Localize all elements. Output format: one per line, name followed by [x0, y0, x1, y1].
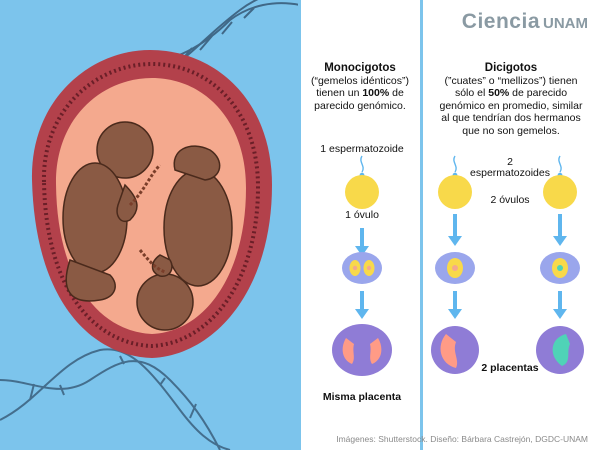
di-zygote-icon-2 [540, 252, 580, 284]
mono-placenta-label: Misma placenta [322, 391, 402, 403]
di-desc-line-2: sólo el 50% de parecido [454, 87, 568, 99]
di-zygote-icon-1 [435, 252, 475, 284]
monocigotos-description: Monocigotos (“gemelos idénticos”) tienen… [300, 62, 420, 112]
brand-name: Ciencia [461, 10, 540, 33]
di-sperm-count: 2 [507, 156, 513, 168]
di-arrow-2a [553, 214, 567, 246]
dna-strand-bottom-icon [0, 348, 231, 450]
di-desc-line-5: que no son gemelos. [462, 124, 560, 137]
di-desc-line-3: genómico en promedio, similar [439, 99, 583, 112]
di-desc-line-1: (”cuates” o “mellizos”) tienen [444, 74, 578, 87]
di-arrow-1b [448, 291, 462, 319]
mono-egg-label: 1 óvulo [345, 209, 379, 221]
brand-suffix: UNAM [543, 15, 588, 32]
mono-egg-icon [345, 175, 379, 209]
fetus-right [136, 145, 233, 331]
fetus-left [62, 121, 154, 302]
di-arrow-2b [553, 291, 567, 319]
di-arrow-1a [448, 214, 462, 246]
mono-placenta-icon [332, 324, 392, 376]
mono-sperm-label: 1 espermatozoide [320, 143, 404, 155]
di-egg-icon-2 [543, 175, 577, 209]
monocigotos-title: Monocigotos [324, 62, 396, 74]
dicigotos-title: Dicigotos [484, 62, 538, 74]
di-desc-line-4: al que tendrían dos hermanos [441, 112, 581, 124]
divider-right [420, 0, 423, 450]
mono-desc-line-2: tienen un 100% de [316, 87, 404, 99]
mono-desc-line-3: parecido genómico. [314, 99, 406, 112]
mono-desc-line-1: (“gemelos idénticos”) [310, 74, 410, 87]
divider-left [298, 0, 301, 450]
dicigotos-description: Dicigotos (”cuates” o “mellizos”) tienen… [424, 62, 598, 137]
twins-illustration [0, 0, 300, 450]
di-placenta-icon-2 [536, 326, 584, 374]
image-credits: Imágenes: Shutterstock. Diseño: Bárbara … [336, 434, 588, 444]
di-egg-icon-1 [438, 175, 472, 209]
di-placenta-icon-1 [431, 326, 479, 374]
mono-zygote-icon [342, 252, 382, 284]
di-sperm-label: 2 espermatozoides [470, 157, 550, 179]
mono-arrow-1 [355, 228, 369, 256]
di-sperm-word: espermatozoides [470, 167, 550, 179]
di-egg-label: 2 óvulos [490, 194, 530, 206]
mono-arrow-2 [355, 291, 369, 319]
di-placenta-label: 2 placentas [481, 362, 539, 374]
umbilical-cords [128, 163, 166, 274]
